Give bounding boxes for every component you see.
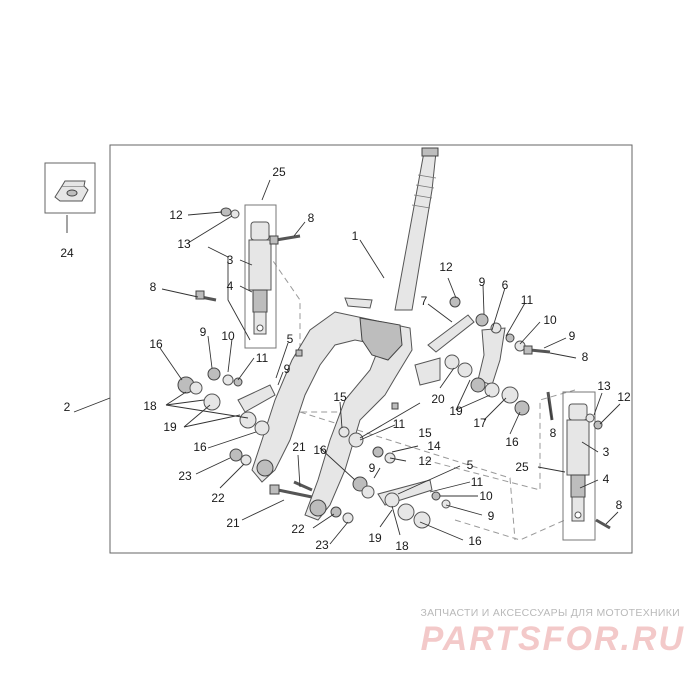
callout-3b: 3 <box>603 445 610 459</box>
callout-10a: 10 <box>221 329 235 343</box>
callout-9c: 9 <box>369 461 376 475</box>
callout-9f: 9 <box>569 329 576 343</box>
callout-23a: 23 <box>178 469 192 483</box>
leader-lines <box>66 179 621 545</box>
callout-16a: 16 <box>149 337 163 351</box>
inset-frame <box>44 162 96 214</box>
shock-absorber-right-drawing <box>562 391 596 541</box>
callout-7: 7 <box>421 294 428 308</box>
callout-18b: 18 <box>395 539 409 553</box>
callout-22a: 22 <box>211 491 225 505</box>
callout-19c: 19 <box>449 404 463 418</box>
callout-14: 14 <box>427 439 441 453</box>
callout-13a: 13 <box>177 237 191 251</box>
callout-4b: 4 <box>603 472 610 486</box>
callout-9a: 9 <box>200 325 207 339</box>
callout-12c: 12 <box>439 260 453 274</box>
callout-22b: 22 <box>291 522 305 536</box>
callout-11b: 11 <box>393 417 406 431</box>
callout-16e: 16 <box>505 435 519 449</box>
callout-12a: 12 <box>169 208 183 222</box>
callout-19b: 19 <box>368 531 382 545</box>
callout-15b: 15 <box>418 426 432 440</box>
callout-11d: 11 <box>521 293 534 307</box>
callout-9d: 9 <box>488 509 495 523</box>
callout-16c: 16 <box>313 443 327 457</box>
callout-16d: 16 <box>468 534 482 548</box>
callout-21b: 21 <box>292 440 306 454</box>
diagram-frame <box>109 144 633 554</box>
callout-18a: 18 <box>143 399 157 413</box>
callout-24: 24 <box>60 246 74 260</box>
callout-5b: 5 <box>467 458 474 472</box>
callout-4a: 4 <box>227 279 234 293</box>
callout-2: 2 <box>64 400 71 414</box>
callout-25b: 25 <box>515 460 529 474</box>
callout-12b: 12 <box>418 454 432 468</box>
callout-8a: 8 <box>308 211 315 225</box>
callout-10c: 10 <box>543 313 557 327</box>
callout-8b: 8 <box>150 280 157 294</box>
callout-3a: 3 <box>227 253 234 267</box>
callout-9b: 9 <box>284 362 291 376</box>
callout-11a: 11 <box>256 351 269 365</box>
callout-16b: 16 <box>193 440 207 454</box>
shock-absorber-left-drawing <box>244 204 277 349</box>
callout-25a: 25 <box>272 165 286 179</box>
callout-9e: 9 <box>479 275 486 289</box>
callout-6: 6 <box>502 278 509 292</box>
callout-15a: 15 <box>333 390 347 404</box>
callout-20: 20 <box>431 392 445 406</box>
fork-body-drawing <box>251 297 441 521</box>
callout-13b: 13 <box>597 379 611 393</box>
callout-10b: 10 <box>479 489 493 503</box>
steering-column-drawing <box>394 147 439 311</box>
callout-12d: 12 <box>617 390 631 404</box>
callout-21a: 21 <box>226 516 240 530</box>
callout-labels: 25 12 13 8 3 4 8 1 2 24 16 9 10 11 5 9 1… <box>60 165 631 553</box>
callout-8e: 8 <box>616 498 623 512</box>
callout-23b: 23 <box>315 538 329 552</box>
callout-11c: 11 <box>471 475 484 489</box>
callout-19a: 19 <box>163 420 177 434</box>
clip-nut-drawing <box>54 180 89 202</box>
watermark-logo: PARTSFOR.RU <box>420 620 685 658</box>
callout-17: 17 <box>473 416 487 430</box>
callout-1: 1 <box>352 229 359 243</box>
hardware-parts-drawing <box>177 207 611 530</box>
watermark-tagline: ЗАПЧАСТИ И АКСЕССУАРЫ ДЛЯ МОТОТЕХНИКИ <box>420 607 680 619</box>
callout-5a: 5 <box>287 332 294 346</box>
callout-8c: 8 <box>582 350 589 364</box>
callout-8d: 8 <box>550 426 557 440</box>
